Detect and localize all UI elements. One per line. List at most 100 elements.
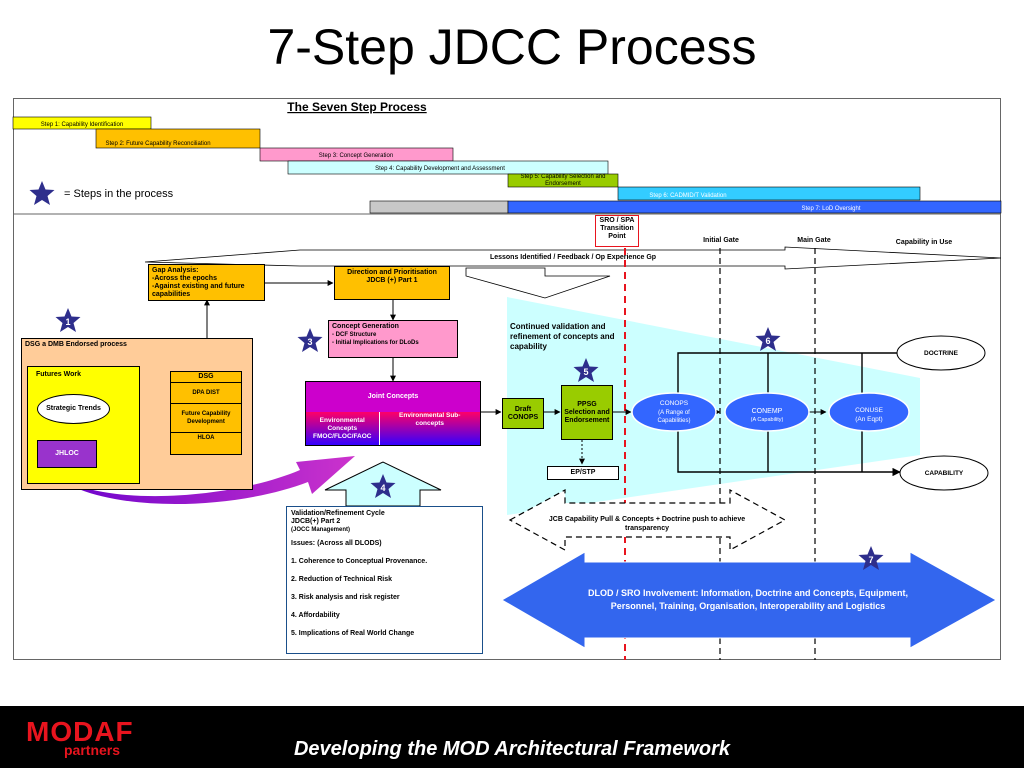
conops-sub-line1: (A Range of	[658, 410, 690, 416]
star-6-icon: 6	[755, 327, 781, 351]
dsg-label: DSG	[171, 372, 241, 383]
capability-oval	[899, 455, 989, 491]
issue-3: 3. Risk analysis and risk register	[291, 594, 400, 601]
svg-text:5: 5	[583, 367, 588, 377]
step-2-bar	[95, 128, 261, 149]
footer-bar: MODAF partners Developing the MOD Archit…	[0, 706, 1024, 768]
step-7-bar	[507, 200, 1002, 214]
step-3-label: Step 3: Concept Generation	[319, 153, 393, 159]
validation-small: (JOCC Management)	[291, 527, 351, 533]
star-5-icon: 5	[573, 358, 599, 382]
step-2-label: Step 2: Future Capability Reconciliation	[105, 141, 210, 147]
validation-title: Validation/Refinement Cycle	[291, 510, 385, 517]
joint-concepts-box: Joint Concepts Environmental Concepts FM…	[305, 381, 481, 446]
step-5-label-line1: Step 5: Capability Selection and	[520, 174, 605, 180]
modaf-logo: MODAF	[26, 716, 134, 747]
step-5-bar	[507, 173, 619, 188]
dsg-to-joint-arc	[45, 456, 355, 505]
star-1-icon: 1	[55, 308, 81, 332]
continued-validation-text: Continued validation and refinement of c…	[510, 322, 615, 351]
conuse-title: CONUSE	[855, 407, 883, 414]
main-gate-label: Main Gate	[797, 237, 831, 244]
step-7-label: Step 7: LoD Oversight	[801, 206, 860, 212]
star-4-icon: 4	[370, 474, 396, 498]
joint-concepts-label: Joint Concepts	[367, 393, 419, 400]
svg-text:7: 7	[868, 555, 873, 565]
gap-line-1: Gap Analysis:	[152, 267, 199, 274]
doctrine-bus	[677, 348, 906, 402]
concept-gen-line-2: - Initial Implications for DLoDs	[332, 340, 419, 346]
env-sub-label: Environmental Sub-concepts	[399, 412, 461, 427]
gap-line-3: -Against existing and future capabilitie…	[152, 283, 245, 298]
dsg-process-title: DSG a DMB Endorsed process	[25, 341, 127, 348]
doctrine-oval	[896, 335, 986, 371]
header-title: The Seven Step Process	[287, 100, 427, 114]
capability-bus	[677, 424, 901, 477]
legend-star-icon	[29, 181, 55, 205]
conemp-title: CONEMP	[752, 408, 783, 415]
jhloc-box: JHLOC	[37, 440, 97, 468]
issue-4: 4. Affordability	[291, 612, 340, 619]
diagram-frame	[13, 98, 1001, 660]
conuse-sub: (An Eqpt)	[855, 416, 882, 423]
dlod-line2: Personnel, Training, Organisation, Inter…	[611, 601, 886, 611]
dlod-line1: DLOD / SRO Involvement: Information, Doc…	[588, 588, 908, 598]
conuse-oval	[828, 392, 910, 432]
step-5-label-line2: Endorsement	[545, 181, 581, 187]
dpa-label: DPA DIST	[171, 383, 241, 404]
direction-box: Direction and Prioritisation JDCB (+) Pa…	[334, 266, 450, 300]
concept-gen-line-1: - DCF Structure	[332, 332, 377, 338]
step-bars: Step 1: Capability Identification Step 2…	[12, 116, 1002, 214]
step-4-bar	[287, 160, 609, 175]
jcb-line1: JCB Capability Pull & Concepts + Doctrin…	[549, 516, 745, 523]
svg-text:1: 1	[65, 317, 70, 327]
strategic-trends-oval: Strategic Trends	[37, 394, 110, 424]
future-cap-dev-label: Future Capability Development	[171, 404, 241, 433]
ppsg-box: PPSG Selection and Endorsement	[561, 385, 613, 440]
step-1-label: Step 1: Capability Identification	[41, 122, 123, 128]
capability-label: CAPABILITY	[925, 470, 964, 477]
concept-generation-box: Concept Generation - DCF Structure - Ini…	[328, 320, 458, 358]
footer-text: Developing the MOD Architectural Framewo…	[293, 738, 730, 760]
ep-stp-box: EP/STP	[547, 466, 619, 480]
conops-oval	[631, 392, 717, 432]
dsg-column: DSG DPA DIST Future Capability Developme…	[170, 371, 242, 455]
step-1-bar	[12, 116, 152, 130]
gap-line-2: -Across the epochs	[152, 275, 217, 282]
conops-title: CONOPS	[660, 400, 689, 407]
legend-text: = Steps in the process	[64, 188, 174, 200]
step-6-bar	[617, 186, 921, 201]
hloa-label: HLOA	[197, 435, 215, 441]
svg-text:3: 3	[307, 337, 312, 347]
process-diagram: The Seven Step Process Step 1: Capabilit…	[12, 100, 1002, 660]
conemp-oval	[724, 392, 810, 432]
issue-2: 2. Reduction of Technical Risk	[291, 576, 393, 583]
sro-spa-box: SRO / SPA Transition Point	[595, 215, 639, 247]
capability-in-use-label: Capability in Use	[896, 239, 953, 246]
jcb-arrow	[508, 488, 787, 552]
issue-5: 5. Implications of Real World Change	[291, 630, 415, 637]
svg-text:6: 6	[765, 336, 770, 346]
env-concepts-label: Environmental Concepts FMOC/FLOC/FAOC	[306, 412, 380, 445]
draft-conops-box: Draft CONOPS	[502, 398, 544, 429]
conops-sub-line2: Capabilities)	[657, 418, 690, 424]
issue-heading: Issues: (Across all DLODS)	[291, 540, 382, 547]
feedback-down-arrow	[465, 267, 611, 299]
lessons-arrow	[144, 246, 1002, 270]
concept-gen-title: Concept Generation	[332, 323, 399, 330]
step-6-label: Step 6: CADMID/T Validation	[649, 193, 726, 199]
validation-sub: JDCB(+) Part 2	[291, 518, 341, 525]
svg-text:4: 4	[380, 483, 385, 493]
slide-title: 7-Step JDCC Process	[267, 19, 757, 75]
star-7-icon: 7	[858, 546, 884, 570]
star-3-icon: 3	[297, 328, 323, 352]
lessons-label: Lessons Identified / Feedback / Op Exper…	[490, 254, 656, 261]
validation-cycle-box: Validation/Refinement Cycle JDCB(+) Part…	[286, 506, 483, 654]
dlod-arrow	[501, 551, 998, 649]
modaf-logo-sub: partners	[64, 742, 121, 758]
initial-gate-label: Initial Gate	[703, 237, 739, 244]
step-4-label: Step 4: Capability Development and Asses…	[375, 166, 505, 172]
gap-analysis-box: Gap Analysis: -Across the epochs -Agains…	[148, 264, 265, 301]
conemp-sub: (A Capability)	[751, 417, 784, 423]
issue-1: 1. Coherence to Conceptual Provenance.	[291, 558, 428, 565]
